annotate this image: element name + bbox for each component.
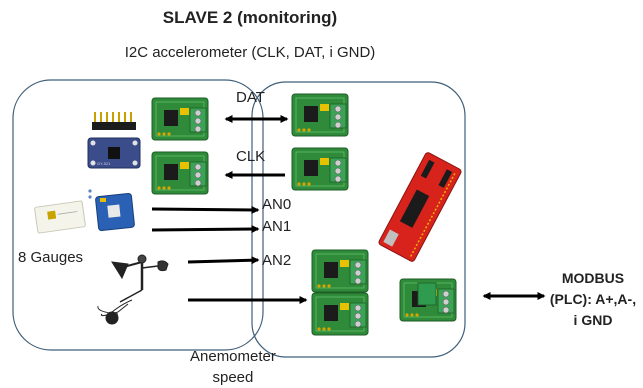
an1-arrow	[151, 225, 260, 234]
accelerometer-board-icon: GY-521	[87, 137, 141, 169]
modbus-label: MODBUS (PLC): A+,A-, i GND	[549, 270, 637, 328]
diagram-title: SLAVE 2 (monitoring)	[162, 8, 338, 27]
an2-signal-label: AN2	[262, 252, 292, 269]
anemometer-icon	[97, 254, 169, 325]
adc-module-icon	[151, 97, 209, 195]
anemometer-label-line1: Anemometer	[190, 348, 276, 365]
slave-controller-box	[251, 81, 466, 358]
anemometer-label-line2: speed	[212, 369, 254, 386]
gauges-label: 8 Gauges	[18, 249, 84, 266]
diagram-subtitle: I2C accelerometer (CLK, DAT, i GND)	[124, 44, 376, 61]
clk-signal-label: CLK	[236, 148, 266, 165]
anemometer-label: Anemometer speed	[190, 346, 276, 388]
dat-signal-label: DAT	[236, 89, 265, 106]
pin-header-icon	[92, 112, 136, 130]
terminal-block-icon	[417, 282, 437, 306]
microcontroller-board-icon	[378, 152, 462, 262]
sensor-group-box	[12, 79, 264, 351]
an0-signal-label: AN0	[262, 196, 292, 213]
wireless-sensor-board-icon	[88, 189, 135, 231]
an2-arrow	[187, 256, 260, 265]
an1-signal-label: AN1	[262, 218, 292, 235]
svg-text:GY-521: GY-521	[97, 161, 111, 166]
an0-arrow	[151, 205, 260, 214]
strain-gauge-icon	[34, 200, 86, 234]
